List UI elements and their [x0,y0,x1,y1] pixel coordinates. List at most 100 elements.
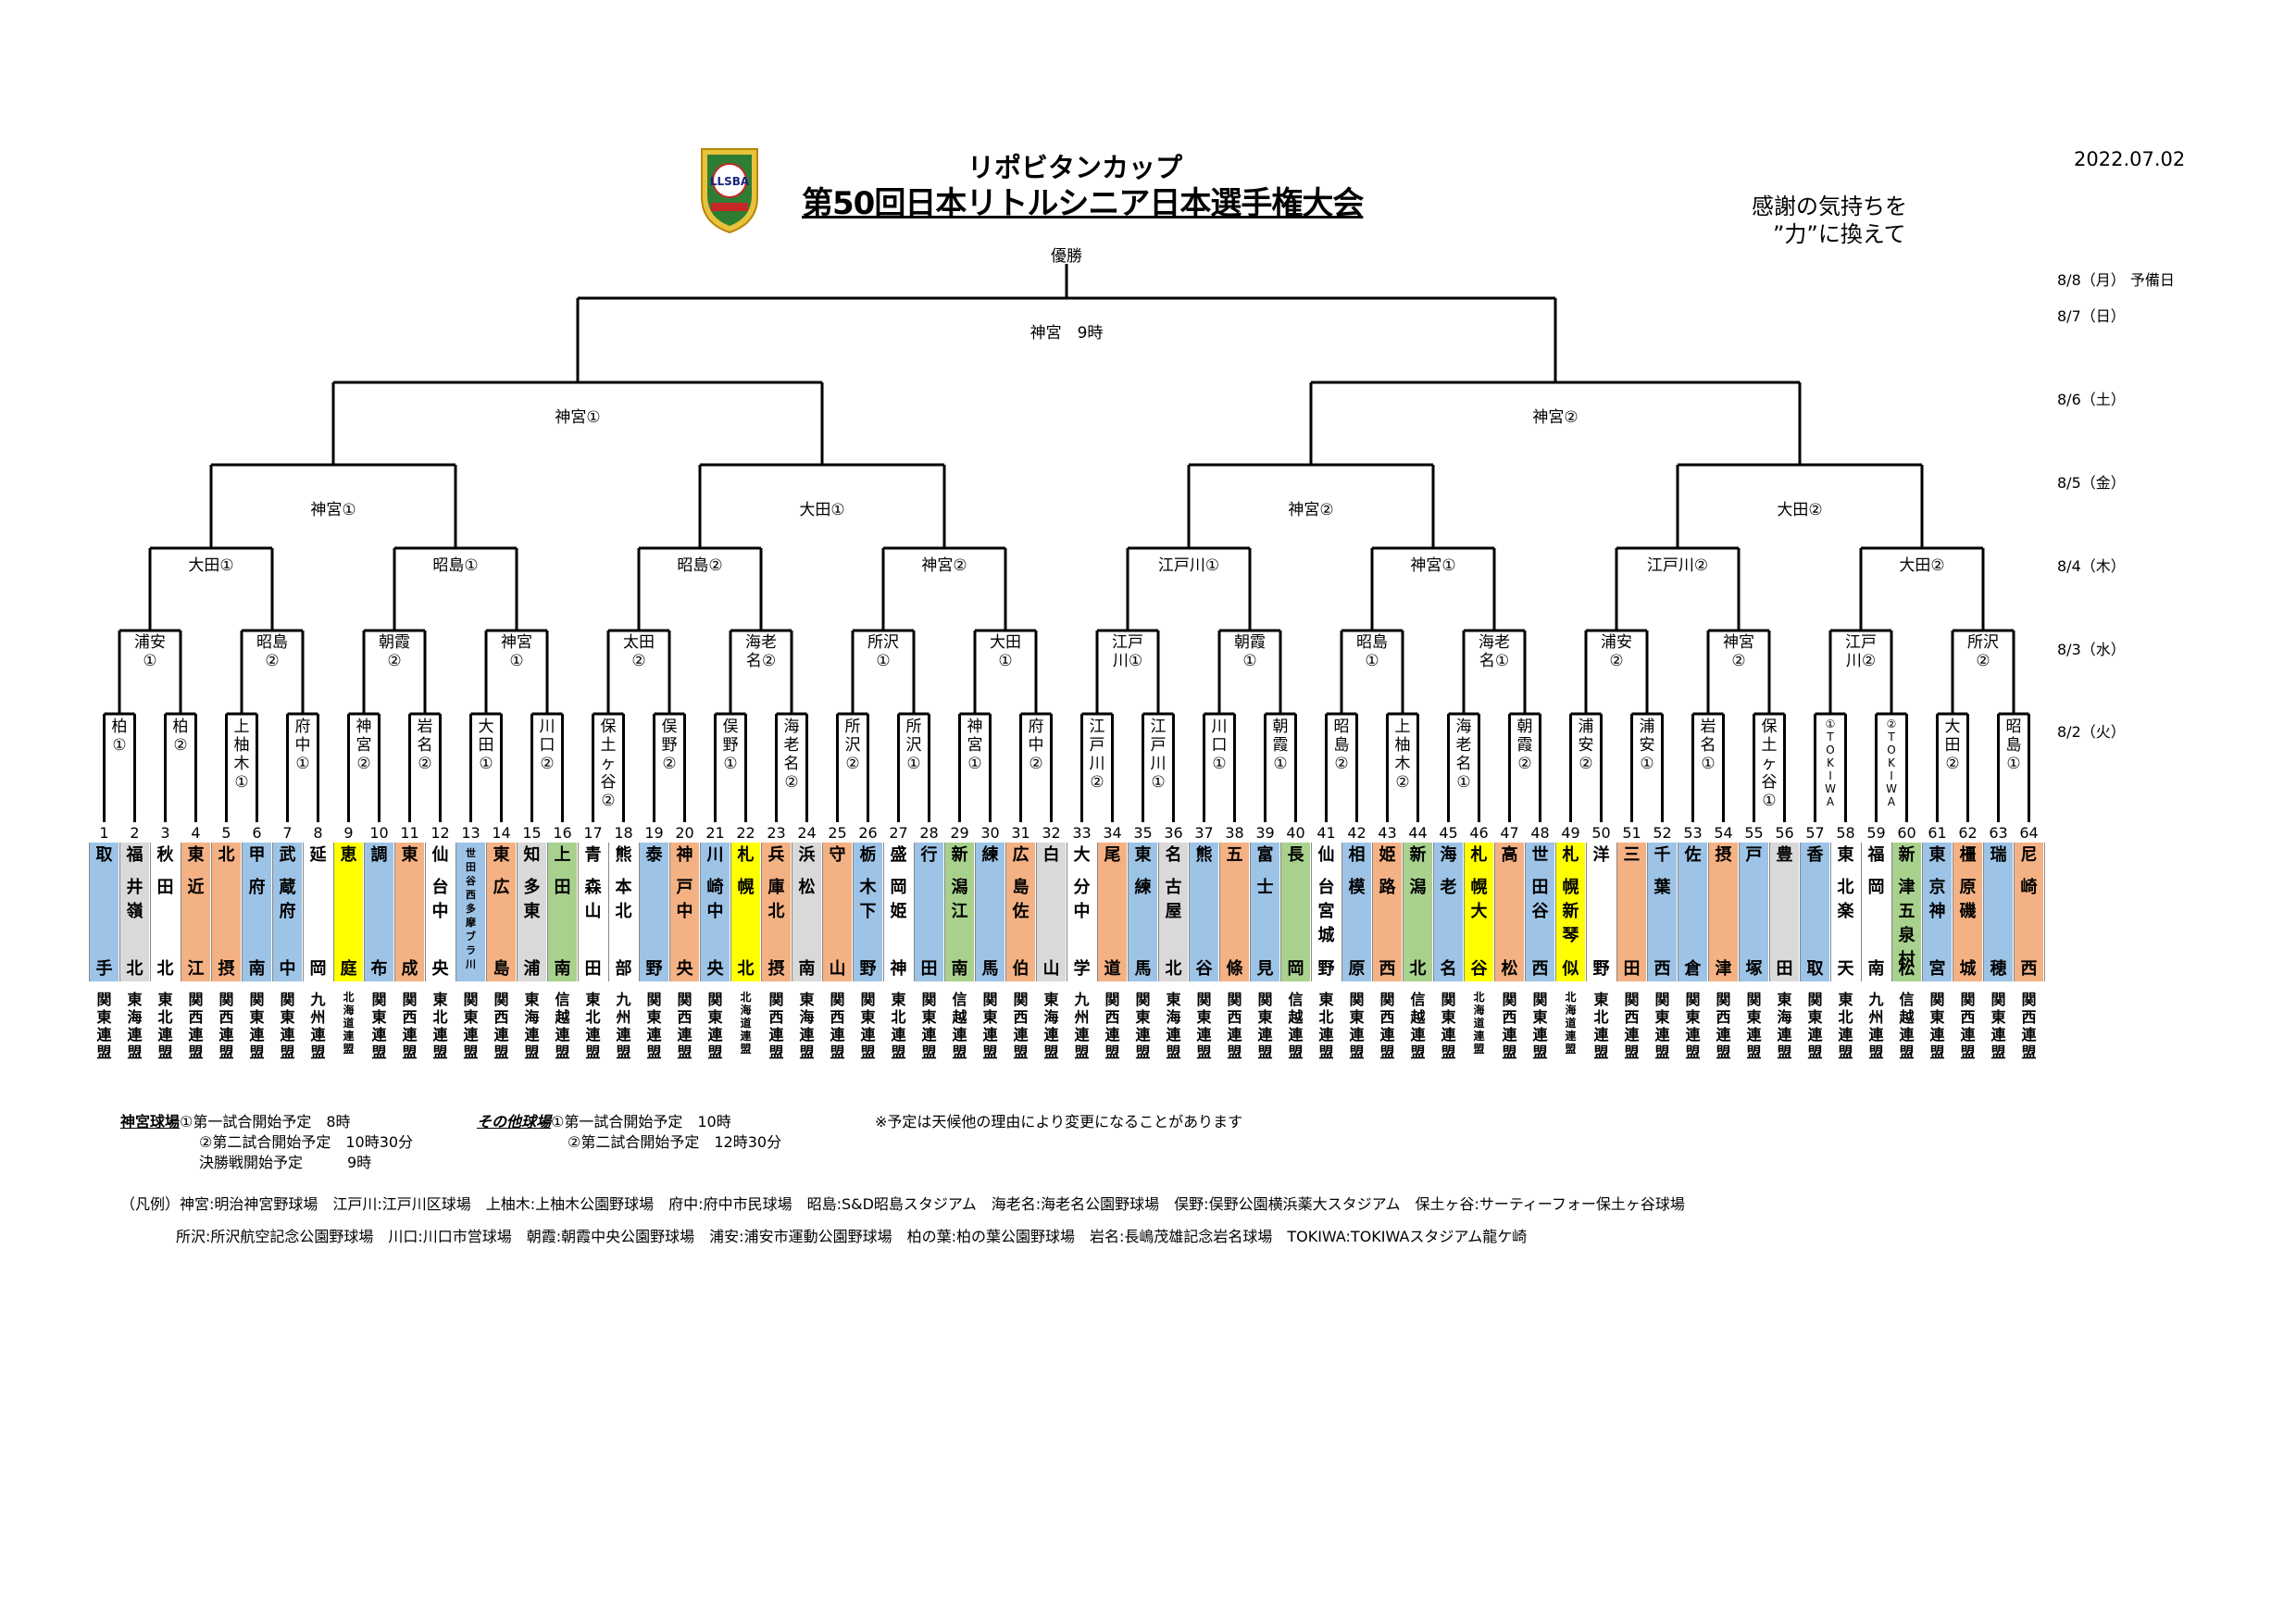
round32-label: 昭島 ① [1356,633,1388,670]
team-name-top: 世 [1531,845,1549,865]
team-cell: 豊田 [1769,843,1799,981]
team-number: 3 [160,824,170,842]
team-league: 信 越 連 盟 [1288,991,1304,1061]
team-name-bottom: 田 [1776,959,1793,979]
team-name-top: 栃 [859,845,877,865]
team-name-bottom: 伯 [1012,959,1029,979]
round32-label: 江戸 川② [1845,633,1877,670]
team-name-bottom: 田 [1623,959,1641,979]
team-name-middle: 蔵 府 [279,878,296,921]
team-name-middle: 幌 [737,878,755,897]
team-name-middle: 木 下 [859,878,877,921]
team-name-top: 香 [1806,845,1824,865]
team-league: 関 東 連 盟 [1654,991,1670,1061]
team-number: 63 [1989,824,2008,842]
team-name-bottom: 南 [248,959,266,979]
team-name-top: 富 [1256,845,1274,865]
team-name-top: 恵 [340,845,357,865]
team-name-bottom: 西 [1531,959,1549,979]
team-number: 5 [221,824,231,842]
round32-label: 太田 ② [623,633,655,670]
team-number: 38 [1225,824,1244,842]
team-cell: 札幌 新 琴似 [1555,843,1585,981]
team-name-bottom: 松 [1501,959,1518,979]
team-name-bottom: 山 [1042,959,1060,979]
team-cell: 洋野 [1586,843,1616,981]
team-league: 東 海 連 盟 [127,991,143,1061]
team-name-bottom: 田 [920,959,938,979]
team-number: 31 [1011,824,1030,842]
team-league: 関 西 連 盟 [188,991,204,1061]
round64-label: 川 口 ② [536,718,558,773]
team-name-bottom: 南 [951,959,968,979]
team-name-bottom: 塚 [1745,959,1763,979]
team-cell: 仙台 宮 城野 [1311,843,1341,981]
team-name-top: 上 [554,845,571,865]
weather-note: ※予定は天候他の理由により変更になることがあります [875,1113,1243,1131]
team-number: 18 [614,824,633,842]
team-number: 16 [553,824,572,842]
round64-label: 岩 名 ② [414,718,436,773]
team-name-middle: 松 [798,878,816,897]
team-name-bottom: 南 [554,959,571,979]
team-name-top: 尼 [2020,845,2038,865]
team-league: 関 東 連 盟 [96,991,112,1061]
team-league: 関 西 連 盟 [2021,991,2037,1061]
team-name-bottom: 部 [615,959,632,979]
team-league: 関 東 連 盟 [371,991,387,1061]
team-name-top: 秋 [156,845,174,865]
team-name-top: 練 [981,845,999,865]
semifinal-label: 神宮① [555,408,601,427]
team-league: 関 東 連 盟 [1532,991,1548,1061]
team-name-middle: 老 [1440,878,1457,897]
team-name-top: 東 [493,845,510,865]
team-number: 28 [919,824,939,842]
team-name-top: 泰 [645,845,663,865]
round32-label: 浦安 ① [134,633,166,670]
round64-label: 江 戸 川 ② [1086,718,1108,792]
team-number: 2 [130,824,140,842]
team-name-bottom: 央 [431,959,449,979]
team-name-bottom: 野 [859,959,877,979]
team-league: 信 越 連 盟 [1899,991,1915,1061]
team-number: 7 [282,824,293,842]
team-name-bottom: 津 [1715,959,1732,979]
team-name-bottom: 野 [1317,959,1335,979]
team-name-bottom: 島 [493,959,510,979]
team-name-top: 神 [676,845,693,865]
team-name-top: 瑞 [1990,845,2007,865]
round64-label: 所 沢 ① [903,718,925,773]
quarterfinal-label: 神宮② [1288,501,1334,519]
team-cell: 川崎 中央 [700,843,730,981]
team-number: 47 [1500,824,1519,842]
team-name-middle: 田 [156,878,174,897]
team-name-top: 五 [1226,845,1243,865]
team-name-bottom: 道 [1104,959,1121,979]
team-name-top: 新 [1409,845,1427,865]
team-name-middle: 近 [187,878,205,897]
team-league: 関 東 連 盟 [1441,991,1456,1061]
team-number: 6 [252,824,262,842]
venue-legend-1: （凡例）神宮:明治神宮野球場 江戸川:江戸川区球場 上柚木:上柚木公園野球場 府… [120,1195,1685,1213]
team-name-bottom: 西 [1379,959,1396,979]
team-name-middle: 崎 [2020,878,2038,897]
semifinal-label: 神宮② [1532,408,1578,427]
team-cell: 長岡 [1280,843,1310,981]
team-cell: 橿原 磯城 [1953,843,1982,981]
team-number: 30 [980,824,1000,842]
team-cell: 姫路西 [1372,843,1402,981]
team-name-middle: 津 五 泉 村 [1898,878,1915,969]
team-name-top: 佐 [1684,845,1702,865]
team-number: 54 [1714,824,1733,842]
team-name-bottom: 谷 [1470,959,1488,979]
team-cell: 知多 東浦 [517,843,546,981]
team-league: 関 西 連 盟 [1379,991,1395,1061]
team-name-bottom: 取 [1806,959,1824,979]
team-number: 49 [1561,824,1580,842]
team-number: 43 [1378,824,1397,842]
team-league: 関 西 連 盟 [1960,991,1976,1061]
team-league: 関 東 連 盟 [249,991,265,1061]
round64-label: 岩 名 ① [1697,718,1719,773]
team-league: 東 北 連 盟 [585,991,601,1061]
team-number: 35 [1133,824,1153,842]
